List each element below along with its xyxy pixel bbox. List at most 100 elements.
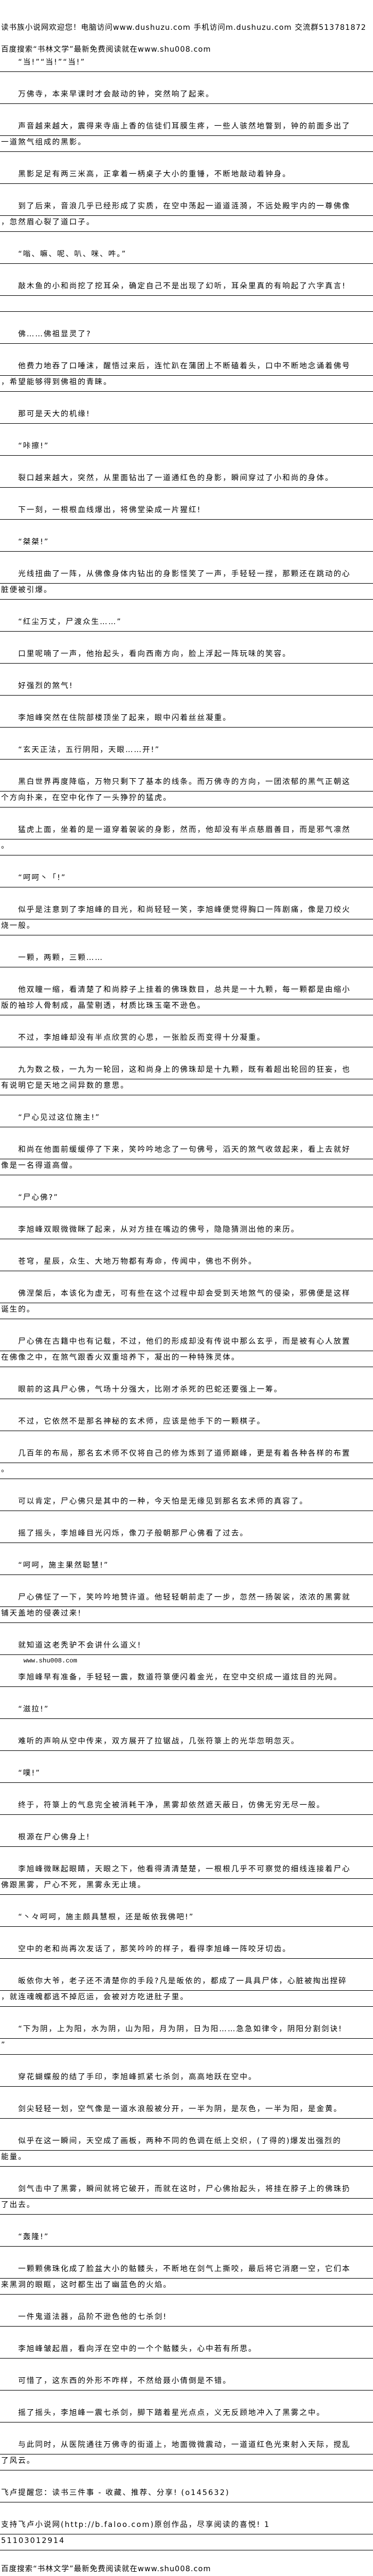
paragraph: 支持飞卢小说网(http://b.faloo.com)原创作品，尽享阅读的喜悦!… xyxy=(0,2518,373,2550)
text-line: 到了后来，音浪几乎已经形成了实质，在空中荡起一道道涟漪，不远处殿宇内的一尊佛像 xyxy=(0,200,373,216)
text-line: 可以肯定，尸心佛只是其中的一种，今天怕是无缘见到那名玄术师的真容了。 xyxy=(0,1495,373,1511)
paragraph: 猛虎上面，坐着的是一道穿着袈裟的身影，然而，他却没有半点慈眉善目，而是邪气凛然。 xyxy=(0,823,373,855)
paragraph: 皈依你大爷，老子还不清楚你的手段?凡是皈依的，都成了一具具尸体，心脏被掏出捏碎，… xyxy=(0,1975,373,2007)
search-hint-footer: 百度搜索“书林文学”最新免费阅读就在www.shu008.com xyxy=(1,2565,212,2573)
site-welcome-banner: 读书族小说网欢迎您！电脑访问www.dushuzu.com 手机访问m.dush… xyxy=(1,23,367,32)
text-line: 摇了摇头，李旭峰一震七杀剑，脚下踏着星光点点，义无反顾地冲入了黑雾之中。 xyxy=(0,2407,373,2422)
text-line: 像是一名得道高僧。 xyxy=(0,1159,373,1175)
text-line: 敲木鱼的小和尚挖了挖耳朵，确定自己不是出现了幻听，耳朵里真的有响起了六字真言! xyxy=(0,280,373,296)
text-line: 不过，它依然不是那名神秘的玄术师，应该是他手下的一颗棋子。 xyxy=(0,1415,373,1431)
text-line: “轰隆!” xyxy=(0,2231,373,2247)
text-line: 有说明它是天地之间异数的意思。 xyxy=(0,1079,373,1095)
paragraph: 不过，它依然不是那名神秘的玄术师，应该是他手下的一颗棋子。 xyxy=(0,1415,373,1431)
text-line: 佛……佛祖显灵了? xyxy=(0,328,373,344)
watermark-url: www.shu008.com xyxy=(23,1657,77,1665)
paragraph: “红尘万丈，尸渡众生……” xyxy=(0,616,373,632)
paragraph: 可以肯定，尸心佛只是其中的一种，今天怕是无缘见到那名玄术师的真容了。 xyxy=(0,1495,373,1511)
text-line: “丶々呵呵，施主颇具慧根，还是皈依我佛吧!” xyxy=(0,1911,373,1927)
text-line: 佛涅槃后，本该化为虚无，可有些在这个过程中却会受到天地煞气的侵染，邪佛便是这样 xyxy=(0,1287,373,1303)
text-line: 光线扭曲了一阵，从佛像身体内钻出的身影怪笑了一声，手轻轻一捏，那颗还在跳动的心 xyxy=(0,568,373,584)
paragraph: 黑影足足有两三米高，正拿着一柄桌子大小的重锤，不断地敲动着钟身。 xyxy=(0,168,373,184)
text-line: 剑气击中了黑雾，瞬间就将它破开，而就在这时，尸心佛抬起头，将挂在脖子上的佛珠扔 xyxy=(0,2183,373,2199)
paragraph: 空中的老和尚再次发话了，那笑吟吟的样子，看得李旭峰一阵咬牙切齿。 xyxy=(0,1943,373,1959)
text-line: 黑影足足有两三米高，正拿着一柄桌子大小的重锤，不断地敲动着钟身。 xyxy=(0,168,373,184)
paragraph: “呵呵丶「!” xyxy=(0,871,373,887)
text-line: 口里呢喃了一声，他抬起头，看向西南方向，脸上浮起一阵玩味的笑容。 xyxy=(0,648,373,664)
text-line: 他费力地吞了口唾沫，醒悟过来后，连忙趴在蒲团上不断磕着头，口中不断地念诵着佛号 xyxy=(0,360,373,376)
text-line: 九为数之极，一九为一轮回，这和尚身上的佛珠却是十九颗，既有着超出轮回的狂妄，也 xyxy=(0,1063,373,1079)
paragraph: www.shu008.com 李旭峰早有准备，手轻轻一震，数道符箓便闪着金光，在… xyxy=(0,1657,373,1687)
text-line: 一颗，两颗，三颗…… xyxy=(0,951,373,967)
text-line: 了出去。 xyxy=(0,2199,373,2215)
text-line: 佛跟黑雾，尸心不死，黑雾永无止境。 xyxy=(0,1879,373,1895)
paragraph: 可惜了，这东西的外形不咋样，不然给聂小倩倒是不错。 xyxy=(0,2375,373,2391)
paragraph: 敲木鱼的小和尚挖了挖耳朵，确定自己不是出现了幻听，耳朵里真的有响起了六字真言! xyxy=(0,280,373,312)
text-line: ，忽然眉心裂了道口子。 xyxy=(0,216,373,232)
paragraph: “滋拉!” xyxy=(0,1703,373,1719)
text-line: 似乎是注意到了李旭峰的目光，和尚轻轻一笑，李旭峰便觉得胸口一阵剧痛，像是刀绞火 xyxy=(0,903,373,919)
text-line: ” xyxy=(0,2039,373,2055)
paragraph: 佛……佛祖显灵了? xyxy=(0,328,373,344)
text-line: 那可是天大的机缘! xyxy=(0,408,373,424)
text-line xyxy=(0,296,373,312)
text-line: 支持飞卢小说网(http://b.faloo.com)原创作品，尽享阅读的喜悦!… xyxy=(0,2518,373,2534)
text-line: 来黑洞的眼眶，这时都生出了幽蓝色的火焰。 xyxy=(0,2279,373,2295)
paragraph: 尸心佛在古籍中也有记载，不过，他们的形成却没有传说中那么玄乎，而是被有心人放置在… xyxy=(0,1335,373,1367)
paragraph: 他费力地吞了口唾沫，醒悟过来后，连忙趴在蒲团上不断磕着头，口中不断地念诵着佛号，… xyxy=(0,360,373,392)
text-line: “滋拉!” xyxy=(0,1703,373,1719)
paragraph: 尸心佛怔了一下，笑吟吟地赞许道。他轻轻朝前走了一步，忽然一扬袈裟，浓浓的黑雾就铺… xyxy=(0,1591,373,1623)
text-line: 李旭峰早有准备，手轻轻一震，数道符箓便闪着金光，在空中交织成一道炫目的光网。 xyxy=(0,1671,373,1687)
text-line: 穿花蝴蝶般的结了手印，李旭峰抓紧七杀剑，高高地跃在空中。 xyxy=(0,2071,373,2087)
paragraph: 他双瞳一缩，看清楚了和尚脖子上挂着的佛珠数目，总共是一十九颗，每一颗都是由缩小版… xyxy=(0,983,373,1015)
text-line: 烧一般。 xyxy=(0,919,373,935)
text-line: “玄天正法，五行阴阳，天眼……开!” xyxy=(0,744,373,760)
text-line: 一道煞气组成的黑影。 xyxy=(0,136,373,152)
paragraph: 似乎是注意到了李旭峰的目光，和尚轻轻一笑，李旭峰便觉得胸口一阵剧痛，像是刀绞火烧… xyxy=(0,903,373,935)
paragraph: 那可是天大的机缘! xyxy=(0,408,373,424)
text-line: “桀桀!” xyxy=(0,536,373,552)
paragraph: 万佛寺，本来早课时才会敲动的钟，突然响了起来。 xyxy=(0,88,373,104)
text-line: 剑尖轻轻一划，空气像是一道水浪般被分开，一半为阴，是灰色，一半为阳，是金黄。 xyxy=(0,2103,373,2119)
paragraph: 摇了摇头，李旭峰目光闪烁，像刀子般朝那尸心佛看了过去。 xyxy=(0,1527,373,1543)
text-line: 猛虎上面，坐着的是一道穿着袈裟的身影，然而，他却没有半点慈眉善目，而是邪气凛然 xyxy=(0,823,373,839)
paragraph: 难听的声响从空中传来，双方展开了拉锯战，几张符箓上的光华忽明忽灭。 xyxy=(0,1735,373,1751)
text-line: 难听的声响从空中传来，双方展开了拉锯战，几张符箓上的光华忽明忽灭。 xyxy=(0,1735,373,1751)
text-line: 了风云。 xyxy=(0,2454,373,2470)
paragraph: “丶々呵呵，施主颇具慧根，还是皈依我佛吧!” xyxy=(0,1911,373,1927)
text-line: 黑白世界再度降临，万物只剩下了基本的线条。而万佛寺的方向，一团浓郁的黑气正朝这 xyxy=(0,776,373,792)
paragraph: 与此同时，从医院通往万佛寺的街道上，地面微微震动，一道道红色光束射入天际，搅乱了… xyxy=(0,2438,373,2470)
paragraph: 到了后来，音浪几乎已经形成了实质，在空中荡起一道道涟漪，不远处殿宇内的一尊佛像，… xyxy=(0,200,373,232)
paragraph: 光线扭曲了一阵，从佛像身体内钻出的身影怪笑了一声，手轻轻一捏，那颗还在跳动的心脏… xyxy=(0,568,373,600)
paragraph: “尸心佛?” xyxy=(0,1191,373,1207)
text-line: 51103012914 xyxy=(0,2534,373,2550)
text-line: 飞卢提醒您：读书三件事 - 收藏、推荐、分享! (o145632) xyxy=(0,2486,373,2502)
text-line: 铺天盖地的侵袭过来! xyxy=(0,1607,373,1623)
text-line: 根源在尸心佛身上! xyxy=(0,1831,373,1847)
text-line: 个方向扑来，在空中化作了一头狰狞的猛虎。 xyxy=(0,792,373,807)
text-line: 。 xyxy=(0,839,373,855)
text-line: 摇了摇头，李旭峰目光闪烁，像刀子般朝那尸心佛看了过去。 xyxy=(0,1527,373,1543)
paragraph: 佛涅槃后，本该化为虚无，可有些在这个过程中却会受到天地煞气的侵染，邪佛便是这样诞… xyxy=(0,1287,373,1319)
text-line: 。 xyxy=(0,1463,373,1479)
paragraph: 一件鬼道法器，品阶不逊色他的七杀剑! xyxy=(0,2311,373,2327)
text-line: ，希望能够得到佛祖的青睐。 xyxy=(0,376,373,392)
text-line: 和尚在他面前缓缓停了下来，笑吟吟地念了一句佛号，滔天的煞气收敛起来，看上去就好 xyxy=(0,1143,373,1159)
paragraph: “咔擦!” xyxy=(0,440,373,456)
paragraph: 根源在尸心佛身上! xyxy=(0,1831,373,1847)
text-line: “呵呵，施主果然聪慧!” xyxy=(0,1559,373,1575)
text-line: 不过，李旭峰却没有半点欣赏的心思，一张脸反而变得十分凝重。 xyxy=(0,1031,373,1047)
text-line: 他双瞳一缩，看清楚了和尚脖子上挂着的佛珠数目，总共是一十九颗，每一颗都是由缩小 xyxy=(0,983,373,999)
text-line: “嗡、嘛、呢、叭、咪、吽。” xyxy=(0,248,373,264)
paragraph: 李旭峰双眼微微眯了起来，从对方挂在嘴边的佛号，隐隐猜测出他的来历。 xyxy=(0,1223,373,1239)
text-line: 裂口越来越大，突然，从里面钻出了一道通红色的身影，瞬间穿过了小和尚的身体。 xyxy=(0,472,373,488)
text-line: 李旭峰微眯起眼睛，天眼之下，他看得清清楚楚，一根根几乎不可察觉的细线连接着尸心 xyxy=(0,1863,373,1879)
text-line: “红尘万丈，尸渡众生……” xyxy=(0,616,373,632)
text-line: “下为阴，上为阳，水为阴，山为阳，月为阴，日为阳……急急如律令，阴阳分割剑诀! xyxy=(0,2023,373,2039)
text-line: 终于，符箓上的气息完全被消耗干净，黑雾却依然遮天蔽日，仿佛无穷无尽一般。 xyxy=(0,1799,373,1815)
paragraph: “尸心见过这位施主!” xyxy=(0,1111,373,1127)
paragraph: 剑气击中了黑雾，瞬间就将它破开，而就在这时，尸心佛抬起头，将挂在脖子上的佛珠扔了… xyxy=(0,2183,373,2215)
text-line: 尸心佛在古籍中也有记载，不过，他们的形成却没有传说中那么玄乎，而是被有心人放置 xyxy=(0,1335,373,1351)
text-line: 李旭峰皱起眉，看向浮在空中的一个个骷髅头，心中若有所思。 xyxy=(0,2343,373,2359)
chapter-body: “当!”“当!”“当!” 万佛寺，本来早课时才会敲动的钟，突然响了起来。 声音越… xyxy=(0,56,373,2566)
paragraph: 似乎在这一瞬间，天空成了画板，两种不同的色调在纸上交织，(了得的)爆发出强烈的能… xyxy=(0,2135,373,2167)
